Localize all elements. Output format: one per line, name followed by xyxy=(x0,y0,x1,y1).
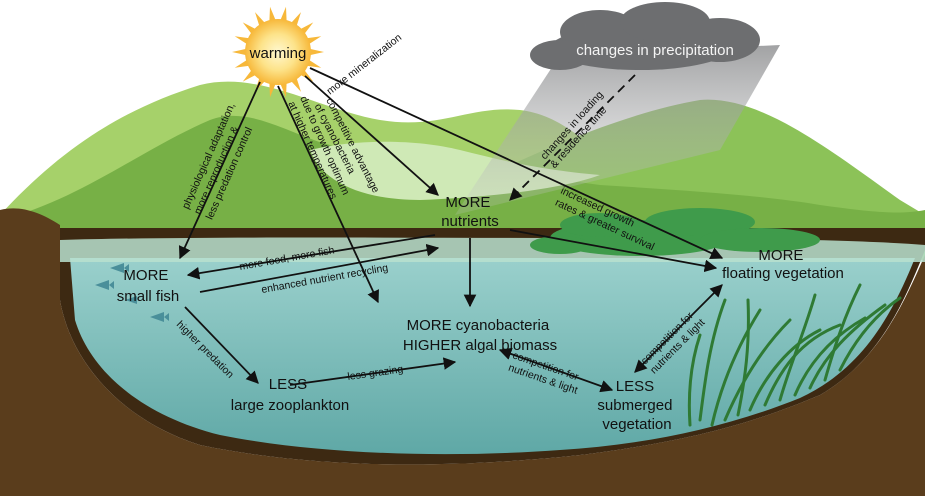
arrow-warming-to-smallfish xyxy=(178,81,261,260)
precipitation-label: changes in precipitation xyxy=(576,42,734,59)
arrow-set xyxy=(178,67,724,393)
sun-ray xyxy=(279,6,287,24)
arrow-nutrients-to-floating xyxy=(509,229,718,273)
node-cyanobacteria: MORE cyanobacteria HIGHER algal biomass xyxy=(403,317,557,354)
sun-ray xyxy=(279,80,287,98)
sun-icon xyxy=(232,6,324,98)
arrow-warming-to-cyano-optimum xyxy=(277,85,379,304)
node-zooplankton: LESS large zooplankton xyxy=(231,376,349,414)
sun-ray xyxy=(307,48,324,56)
warming-label: warming xyxy=(249,45,307,62)
node-nutrients: MORE nutrients xyxy=(441,194,499,230)
arrow-warming-to-nutrients xyxy=(304,75,439,196)
edge-mineralization: more mineralization xyxy=(324,31,404,97)
sun-ray xyxy=(232,48,249,56)
arrow-cyano-submerged xyxy=(498,347,614,393)
arrow-warming-to-floating xyxy=(309,67,724,259)
lake-soil xyxy=(0,208,925,496)
arrow-smallfish-to-nutrients xyxy=(199,243,440,293)
arrow-nutrients-to-smallfish xyxy=(186,234,436,280)
arrow-submerged-floating xyxy=(634,284,723,373)
sun-ray xyxy=(269,6,277,24)
node-floating-vegetation: MORE floating vegetation xyxy=(722,247,844,282)
node-small-fish: MORE small fish xyxy=(117,267,180,305)
arrow-smallfish-to-zooplankton xyxy=(184,306,259,384)
floating-vegetation-patch xyxy=(530,208,820,256)
sun-ray xyxy=(269,80,277,98)
storm-cloud xyxy=(530,2,760,70)
small-fish-icons xyxy=(95,263,169,322)
node-submerged-vegetation: LESS submerged vegetation xyxy=(597,378,676,433)
arrow-zooplankton-to-cyano xyxy=(289,357,457,386)
